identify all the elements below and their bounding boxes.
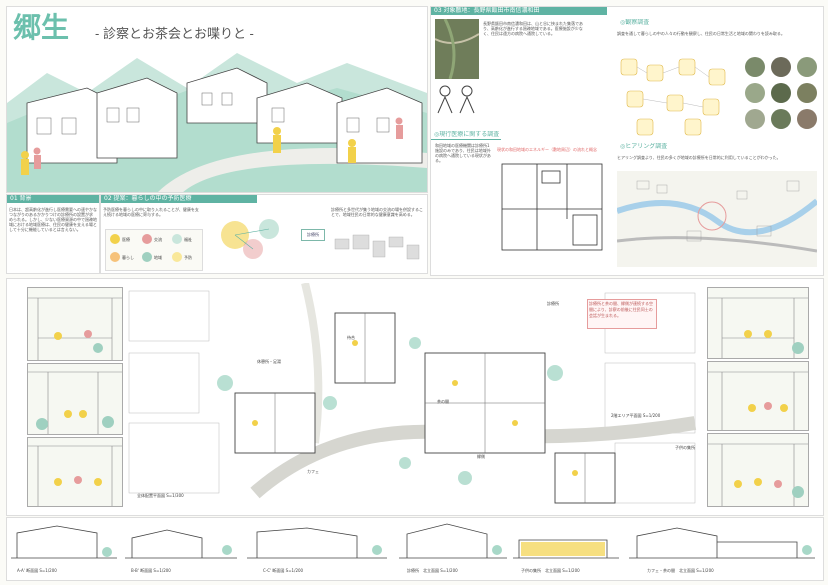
elevation-caption-clinic: 診療所 北立面図 S=1/200 bbox=[407, 568, 458, 573]
elevations-panel: A-A' 断面図 S=1/200 B-B' 断面図 S=1/200 C-C' 断… bbox=[6, 517, 824, 581]
elevation-caption-kids: 子供の集所 北立面図 S=1/200 bbox=[521, 568, 580, 573]
legend-label: 交流 bbox=[154, 237, 162, 242]
elevation-caption-c: C-C' 断面図 S=1/200 bbox=[263, 568, 304, 573]
elevation-drawings bbox=[11, 523, 815, 559]
elevation-caption-cafe: カフェ・茶の間 北立面図 S=1/200 bbox=[647, 568, 714, 573]
section-heading-03: 03 対象敷地：長野県飯田市南信濃和田 bbox=[431, 7, 607, 15]
hero-illustration bbox=[7, 53, 427, 192]
section-heading-05: ◎観察調査 bbox=[617, 19, 663, 27]
aerial-map bbox=[435, 19, 479, 79]
people-icons bbox=[437, 85, 475, 114]
section-heading-04: ◎現行医療に関する調査 bbox=[431, 131, 501, 140]
legend-dot bbox=[172, 252, 182, 262]
legend-dot bbox=[142, 234, 152, 244]
plan-label-cafe: カフェ bbox=[307, 469, 319, 474]
proposal-diagram bbox=[221, 219, 279, 259]
legend-label: 医療 bbox=[122, 237, 130, 242]
section-heading-02: 02 提案：暮らしの中の予防医療 bbox=[101, 195, 257, 203]
medical-text: 和田地域の医療機関は診療所1施設のみであり、住民は地域外の病院へ通院している現状… bbox=[435, 143, 491, 163]
legend-dot bbox=[172, 234, 182, 244]
legend-label: 暮らし bbox=[122, 255, 134, 260]
photo-grid bbox=[743, 55, 819, 135]
perspective-2 bbox=[27, 363, 123, 435]
perspective-1 bbox=[27, 287, 123, 361]
section-heading-06: ◎ヒアリング調査 bbox=[617, 143, 673, 151]
background-panel: 01 背景 日本は、超高齢化が進行し医療需要への速やかなつながりのあるかかりつけ… bbox=[6, 194, 100, 274]
plan-label-kids: 子供の集所 bbox=[675, 445, 695, 450]
energy-flow-title: 現状の和田地域のエネルギー（敷地周辺）の流れと概念 bbox=[497, 147, 597, 152]
plan-label-waiting: 待合 bbox=[347, 335, 355, 340]
plan-caption-upper: 2階エリア平面図 S=1/200 bbox=[611, 413, 661, 418]
proposal-text: 予防医療を暮らしの中に取り入れることが、健康を支え続ける地域の医療に寄与する。 bbox=[103, 207, 199, 217]
hero-panel: 郷生 - 診察とお茶会とお喋りと - bbox=[6, 6, 428, 193]
perspective-6 bbox=[707, 433, 809, 507]
legend-dot bbox=[110, 234, 120, 244]
legend-label: 地域 bbox=[154, 255, 162, 260]
elevation-caption-a: A-A' 断面図 S=1/200 bbox=[17, 568, 57, 573]
plan-label-rest: 休憩所・足湯 bbox=[257, 359, 281, 364]
perspective-5 bbox=[707, 361, 809, 431]
legend-label: 予防 bbox=[184, 255, 192, 260]
plan-label-clinic: 診療所 bbox=[547, 301, 559, 306]
page-title: 郷生 bbox=[13, 11, 70, 44]
site-panel: 03 対象敷地：長野県飯田市南信濃和田 長野県飯田市南信濃和田は、山と谷に挟まれ… bbox=[430, 6, 824, 276]
plan-caption-main: 全体配置平面図 S=1/300 bbox=[137, 493, 184, 498]
proposal-sketch bbox=[334, 234, 420, 260]
site-text: 長野県飯田市南信濃和田は、山と谷に挟まれた集落であり、高齢化が進行する過疎地域で… bbox=[483, 21, 583, 36]
site-map bbox=[617, 171, 817, 267]
legend-dot bbox=[110, 252, 120, 262]
legend-dot bbox=[142, 252, 152, 262]
perspective-3 bbox=[27, 437, 123, 507]
section-heading-01: 01 背景 bbox=[7, 195, 99, 203]
observation-diagram bbox=[617, 55, 737, 141]
page-subtitle: - 診察とお茶会とお喋りと - bbox=[95, 26, 254, 41]
intro-text: 日本は、超高齢化が進行し医療需要への速やかなつながりのあるかかりつけの診療所の設… bbox=[9, 207, 97, 232]
proposal-legend: 医療 交流 福祉 暮らし 地域 予防 bbox=[105, 229, 203, 271]
existing-plan bbox=[501, 163, 603, 251]
clinic-box: 診療所 bbox=[301, 229, 325, 241]
legend-label: 福祉 bbox=[184, 237, 192, 242]
plan-note: 診療所と茶の間、縁側が連続する空間により、診察の前後に住民同士の会話が生まれる。 bbox=[587, 299, 657, 329]
proposal-panel: 02 提案：暮らしの中の予防医療 予防医療を暮らしの中に取り入れることが、健康を… bbox=[100, 194, 428, 274]
observation-text: 調査を通して暮らしの中の人々の行動を観察し、住民の日常生活と地域の関わりを読み取… bbox=[617, 31, 785, 36]
plan-label-tearoom: 茶の間 bbox=[437, 399, 449, 404]
elevation-caption-b: B-B' 断面図 S=1/200 bbox=[131, 568, 171, 573]
site-plan bbox=[128, 283, 697, 504]
hearing-text: ヒアリング調査より、住民の多くが地域の診療所を日常的に利用していることがわかった… bbox=[617, 155, 781, 160]
proposal-text-2: 診療所と多世代が集う地域の交流の場を併設することで、地域住民の日常的な健康意識を… bbox=[331, 207, 423, 217]
main-plan-panel: 休憩所・足湯 診療所 茶の間 縁側 待合 カフェ 子供の集所 診療所と茶の間、縁… bbox=[6, 278, 824, 516]
perspective-4 bbox=[707, 287, 809, 359]
plan-label-engawa: 縁側 bbox=[477, 454, 485, 459]
